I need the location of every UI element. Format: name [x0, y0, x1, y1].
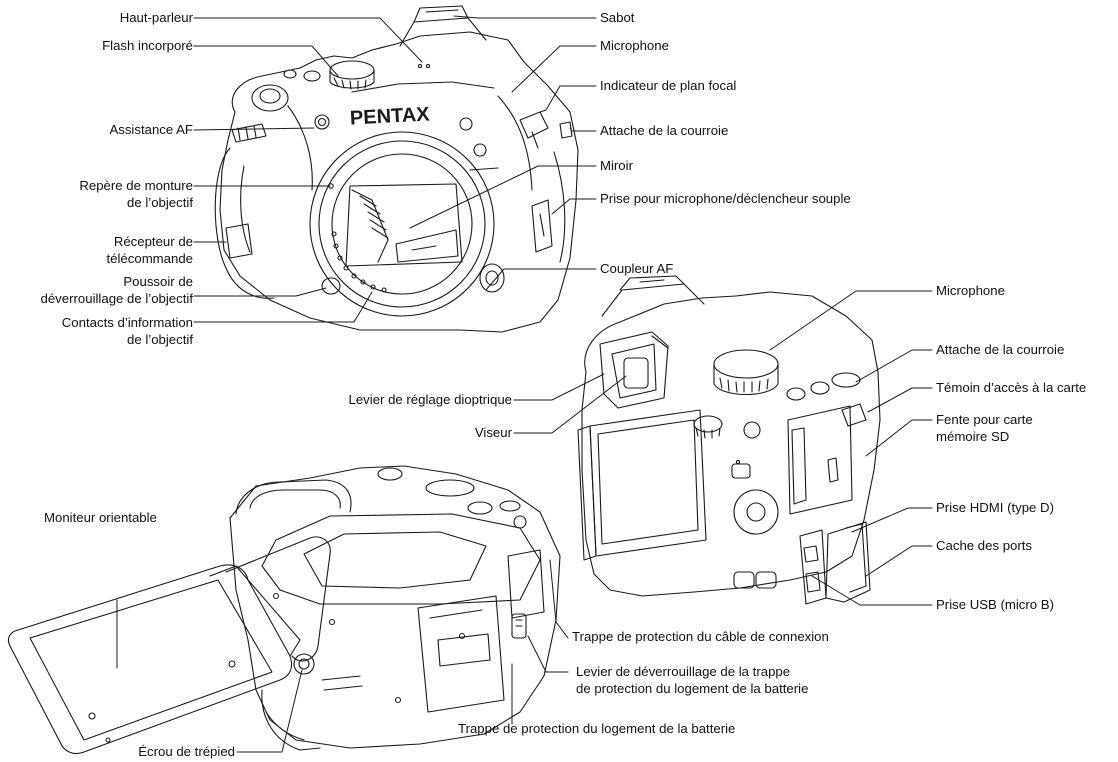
label-poussoir-deverrouillage: Poussoir de déverrouillage de l’objectif: [40, 274, 193, 306]
label-cache-ports: Cache des ports: [936, 538, 1033, 553]
bottom-camera-illustration: [7, 465, 561, 755]
front-camera-illustration: [214, 5, 579, 333]
label-fente-carte-sd: Fente pour carte mémoire SD: [936, 412, 1033, 444]
label-temoin-acces-carte: Témoin d’accès à la carte: [936, 380, 1087, 395]
label-microphone-back: Microphone: [936, 283, 1005, 298]
label-contacts-information: Contacts d’information de l’objectif: [61, 315, 193, 347]
label-coupleur-af: Coupleur AF: [600, 261, 674, 276]
label-flash-incorpore: Flash incorporé: [102, 38, 193, 53]
label-viseur: Viseur: [474, 425, 512, 440]
label-recepteur-telecommande: Récepteur de télécommande: [106, 234, 194, 266]
label-indicateur-plan-focal: Indicateur de plan focal: [600, 78, 737, 93]
label-attache-courroie-back: Attache de la courroie: [936, 342, 1065, 357]
label-ecrou-trepied: Écrou de trépied: [138, 744, 235, 759]
label-moniteur-orientable: Moniteur orientable: [44, 510, 157, 525]
label-sabot: Sabot: [600, 10, 635, 25]
label-levier-trappe-batterie: Levier de déverrouillage de la trappe de…: [576, 664, 809, 696]
label-trappe-batterie: Trappe de protection du logement de la b…: [458, 721, 736, 736]
label-prise-microphone: Prise pour microphone/déclencheur souple: [600, 191, 851, 206]
label-prise-usb: Prise USB (micro B): [936, 597, 1054, 612]
label-prise-hdmi: Prise HDMI (type D): [936, 500, 1054, 515]
label-attache-courroie-front: Attache de la courroie: [600, 123, 729, 138]
leader-lines: [116, 15, 933, 753]
label-miroir: Miroir: [600, 158, 633, 173]
label-assistance-af: Assistance AF: [109, 122, 193, 137]
brand-logo: PENTAX: [349, 103, 430, 129]
label-trappe-cable: Trappe de protection du câble de connexi…: [572, 629, 829, 644]
label-repere-monture: Repère de monture de l’objectif: [79, 178, 193, 210]
label-levier-dioptrique: Levier de réglage dioptrique: [348, 392, 513, 407]
label-microphone-front: Microphone: [600, 38, 669, 53]
label-haut-parleur: Haut-parleur: [119, 10, 193, 25]
back-camera-illustration: [577, 275, 881, 605]
